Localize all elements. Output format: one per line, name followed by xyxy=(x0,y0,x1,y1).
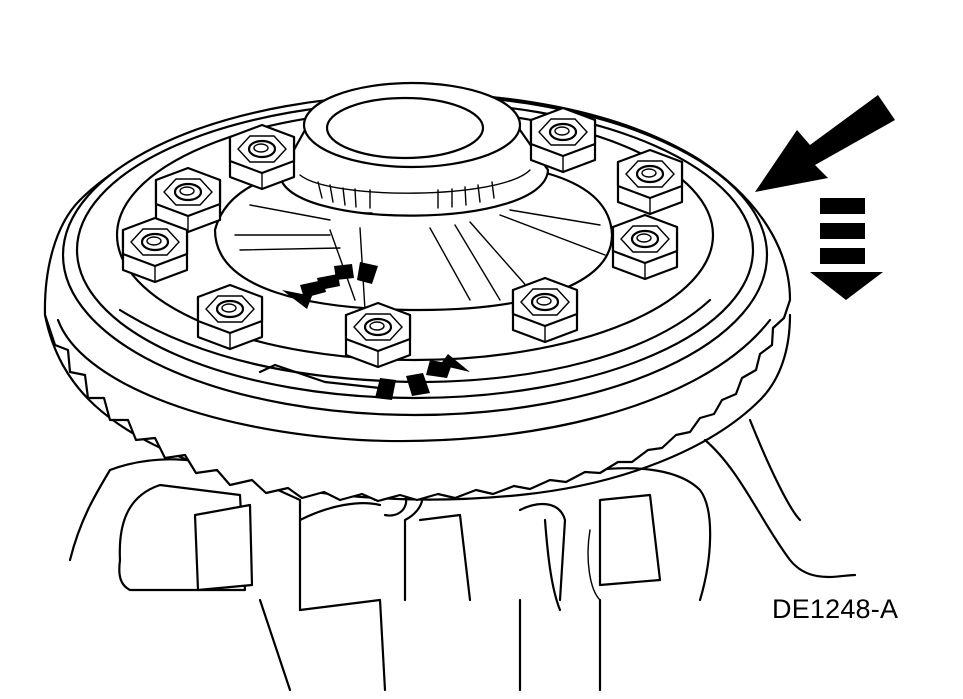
bolt-group xyxy=(123,108,682,367)
down-arrow-dash-2 xyxy=(820,223,865,239)
down-arrow-dash-3 xyxy=(820,248,865,264)
bolt-head-icon xyxy=(123,218,187,282)
arrow-lower-right xyxy=(440,354,470,372)
arrow-dash-2 xyxy=(317,274,340,290)
bolt-head-icon xyxy=(230,125,294,189)
bearing-cup xyxy=(280,83,548,216)
arrow-dash-7 xyxy=(375,378,396,400)
arrow-dash-6 xyxy=(406,373,430,396)
arrow-dash-5 xyxy=(426,360,452,378)
bolt-head-icon xyxy=(513,278,577,342)
bolt-head-icon xyxy=(531,108,595,172)
down-arrow-head-icon xyxy=(810,272,883,300)
bolt-head-icon xyxy=(156,168,220,232)
bolt-head-icon xyxy=(618,150,682,214)
figure-label: DE1248-A xyxy=(772,594,899,624)
bolt-head-icon xyxy=(198,285,262,349)
arrow-dash-4 xyxy=(357,262,378,284)
sequence-arrows xyxy=(282,262,470,400)
arrow-dash-3 xyxy=(334,264,354,280)
bolt-head-icon xyxy=(613,215,677,279)
bolt-head-icon xyxy=(346,303,410,367)
down-arrow-dash-1 xyxy=(820,198,865,214)
direction-arrows xyxy=(755,95,895,300)
lightning-arrow-icon xyxy=(755,95,895,192)
carrier-housing xyxy=(70,420,855,690)
